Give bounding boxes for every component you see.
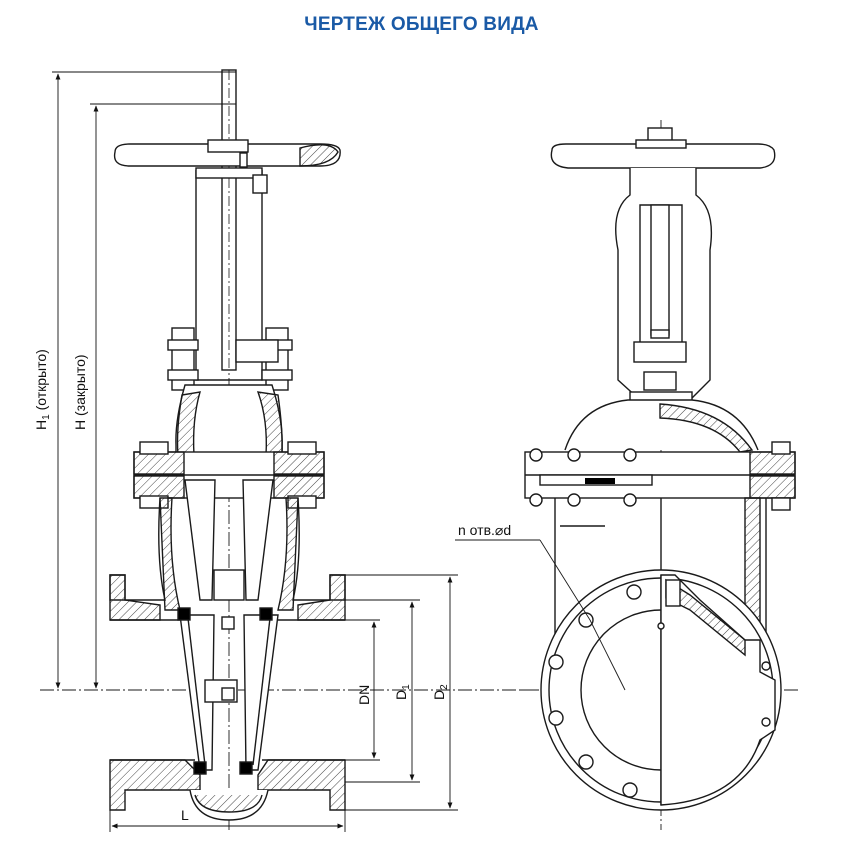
holes-label: n отв.⌀d bbox=[458, 522, 511, 538]
d2-label: D2 bbox=[431, 684, 450, 700]
h1-open-label: H1 (открыто) bbox=[33, 349, 52, 430]
handwheel-right bbox=[550, 143, 776, 169]
d1-label: D1 bbox=[393, 684, 412, 700]
h-closed-label: H (закрыто) bbox=[72, 354, 88, 430]
dimension-lines-left bbox=[52, 71, 458, 832]
left-section-view bbox=[40, 69, 540, 830]
handwheel-left bbox=[113, 143, 341, 167]
drawing-title: ЧЕРТЕЖ ОБЩЕГО ВИДА bbox=[304, 14, 539, 35]
l-label: L bbox=[181, 807, 189, 823]
right-side-view bbox=[455, 120, 800, 830]
dn-label: DN bbox=[356, 685, 372, 705]
